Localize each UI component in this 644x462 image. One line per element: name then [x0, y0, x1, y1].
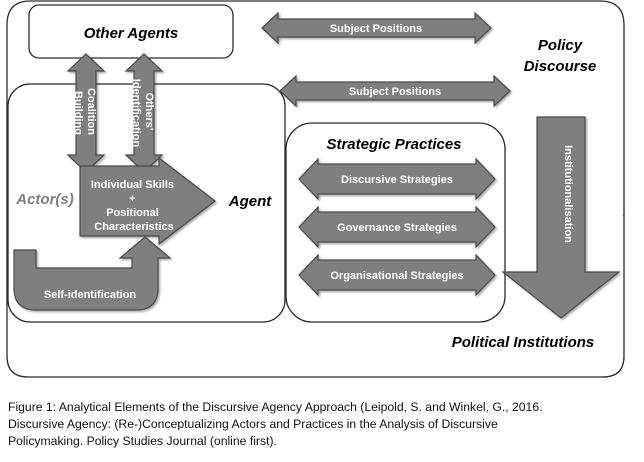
- discursive-strategies-arrow: [298, 157, 496, 201]
- individual-skills-label-line2: +: [129, 193, 135, 205]
- individual-skills-label-line3: Positional: [106, 207, 159, 219]
- organisational-strategies-label: Organisational Strategies: [330, 270, 463, 282]
- svg-text:Individual Skills + Po: Individual Skills + Positional Character…: [91, 179, 177, 233]
- subject-positions-mid-arrow: [279, 74, 511, 108]
- coalition-building-label-line2: Building: [72, 91, 84, 135]
- discursive-strategies-label: Discursive Strategies: [341, 174, 453, 186]
- svg-text:Coalition Building: Coalition Building: [72, 88, 97, 138]
- caption-line-2: Discursive Agency: (Re-)Conceptualizing …: [8, 417, 498, 431]
- discursive-agency-diagram: Other Agents Policy Discourse Subject Po…: [6, 0, 625, 378]
- subject-positions-top-arrow: [261, 11, 492, 45]
- subject-positions-top-label: Subject Positions: [330, 23, 422, 35]
- individual-skills-label-line4: Characteristics: [94, 221, 174, 233]
- actors-label: Actor(s): [15, 191, 74, 208]
- others-identification-label-line1: Others': [143, 92, 155, 130]
- caption-line-1: Figure 1: Analytical Elements of the Dis…: [8, 400, 543, 414]
- figure-caption: Figure 1: Analytical Elements of the Dis…: [8, 399, 636, 450]
- individual-skills-arrow: [79, 156, 216, 246]
- policy-discourse-label-line2: Discourse: [524, 58, 597, 75]
- other-agents-label: Other Agents: [84, 25, 178, 42]
- agent-label: Agent: [228, 193, 273, 210]
- individual-skills-label-line1: Individual Skills: [91, 179, 174, 191]
- self-identification-label: Self-identification: [44, 289, 137, 301]
- coalition-building-label-line1: Coalition: [85, 88, 97, 135]
- organisational-strategies-arrow: [298, 253, 496, 297]
- governance-strategies-label: Governance Strategies: [337, 222, 457, 234]
- svg-text:Others' Identification: Others' Identification: [130, 79, 155, 148]
- policy-discourse-label-line1: Policy: [538, 37, 583, 54]
- self-identification-arrow: [13, 236, 172, 311]
- governance-strategies-arrow: [298, 205, 496, 249]
- other-agents-box: [28, 4, 234, 59]
- institutionalisation-label: Institutionalisation: [562, 145, 574, 243]
- political-institutions-label: Political Institutions: [452, 334, 595, 351]
- institutionalisation-arrow: [501, 116, 621, 319]
- caption-line-3: Policymaking. Policy Studies Journal (on…: [8, 434, 277, 448]
- others-identification-label-line2: Identification: [130, 79, 142, 148]
- subject-positions-mid-label: Subject Positions: [349, 86, 441, 98]
- strategic-practices-label: Strategic Practices: [326, 136, 461, 153]
